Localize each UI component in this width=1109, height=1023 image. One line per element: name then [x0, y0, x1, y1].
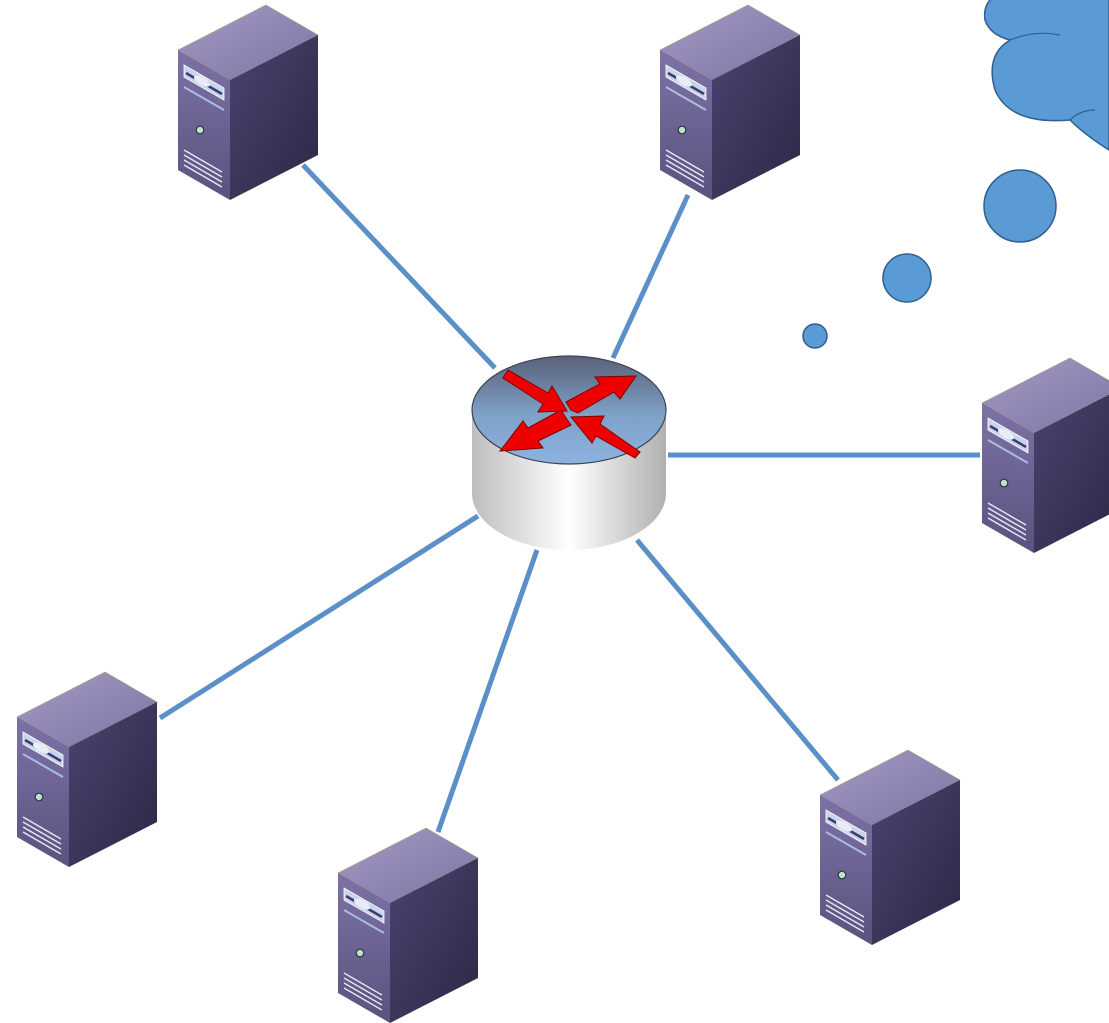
links [158, 163, 980, 833]
server-icon[interactable] [336, 826, 480, 1023]
cloud-bubble-large [983, 169, 1057, 243]
link-bottom-center [435, 549, 540, 833]
router-icon[interactable] [471, 355, 667, 550]
server-icon[interactable] [980, 356, 1109, 555]
cloud-bubble-small [802, 323, 828, 349]
server-icon[interactable] [15, 670, 159, 869]
server-icon[interactable] [658, 3, 802, 202]
link-top-right [610, 193, 691, 360]
link-bottom-left [158, 513, 480, 721]
server-icon[interactable] [818, 748, 962, 947]
server-icon[interactable] [176, 3, 320, 202]
router-arrows-icon [498, 369, 641, 459]
thought-cloud-icon [802, 0, 1109, 349]
cloud-bubble-medium [882, 253, 932, 303]
link-top-left [301, 163, 497, 370]
link-bottom-right [635, 538, 840, 782]
